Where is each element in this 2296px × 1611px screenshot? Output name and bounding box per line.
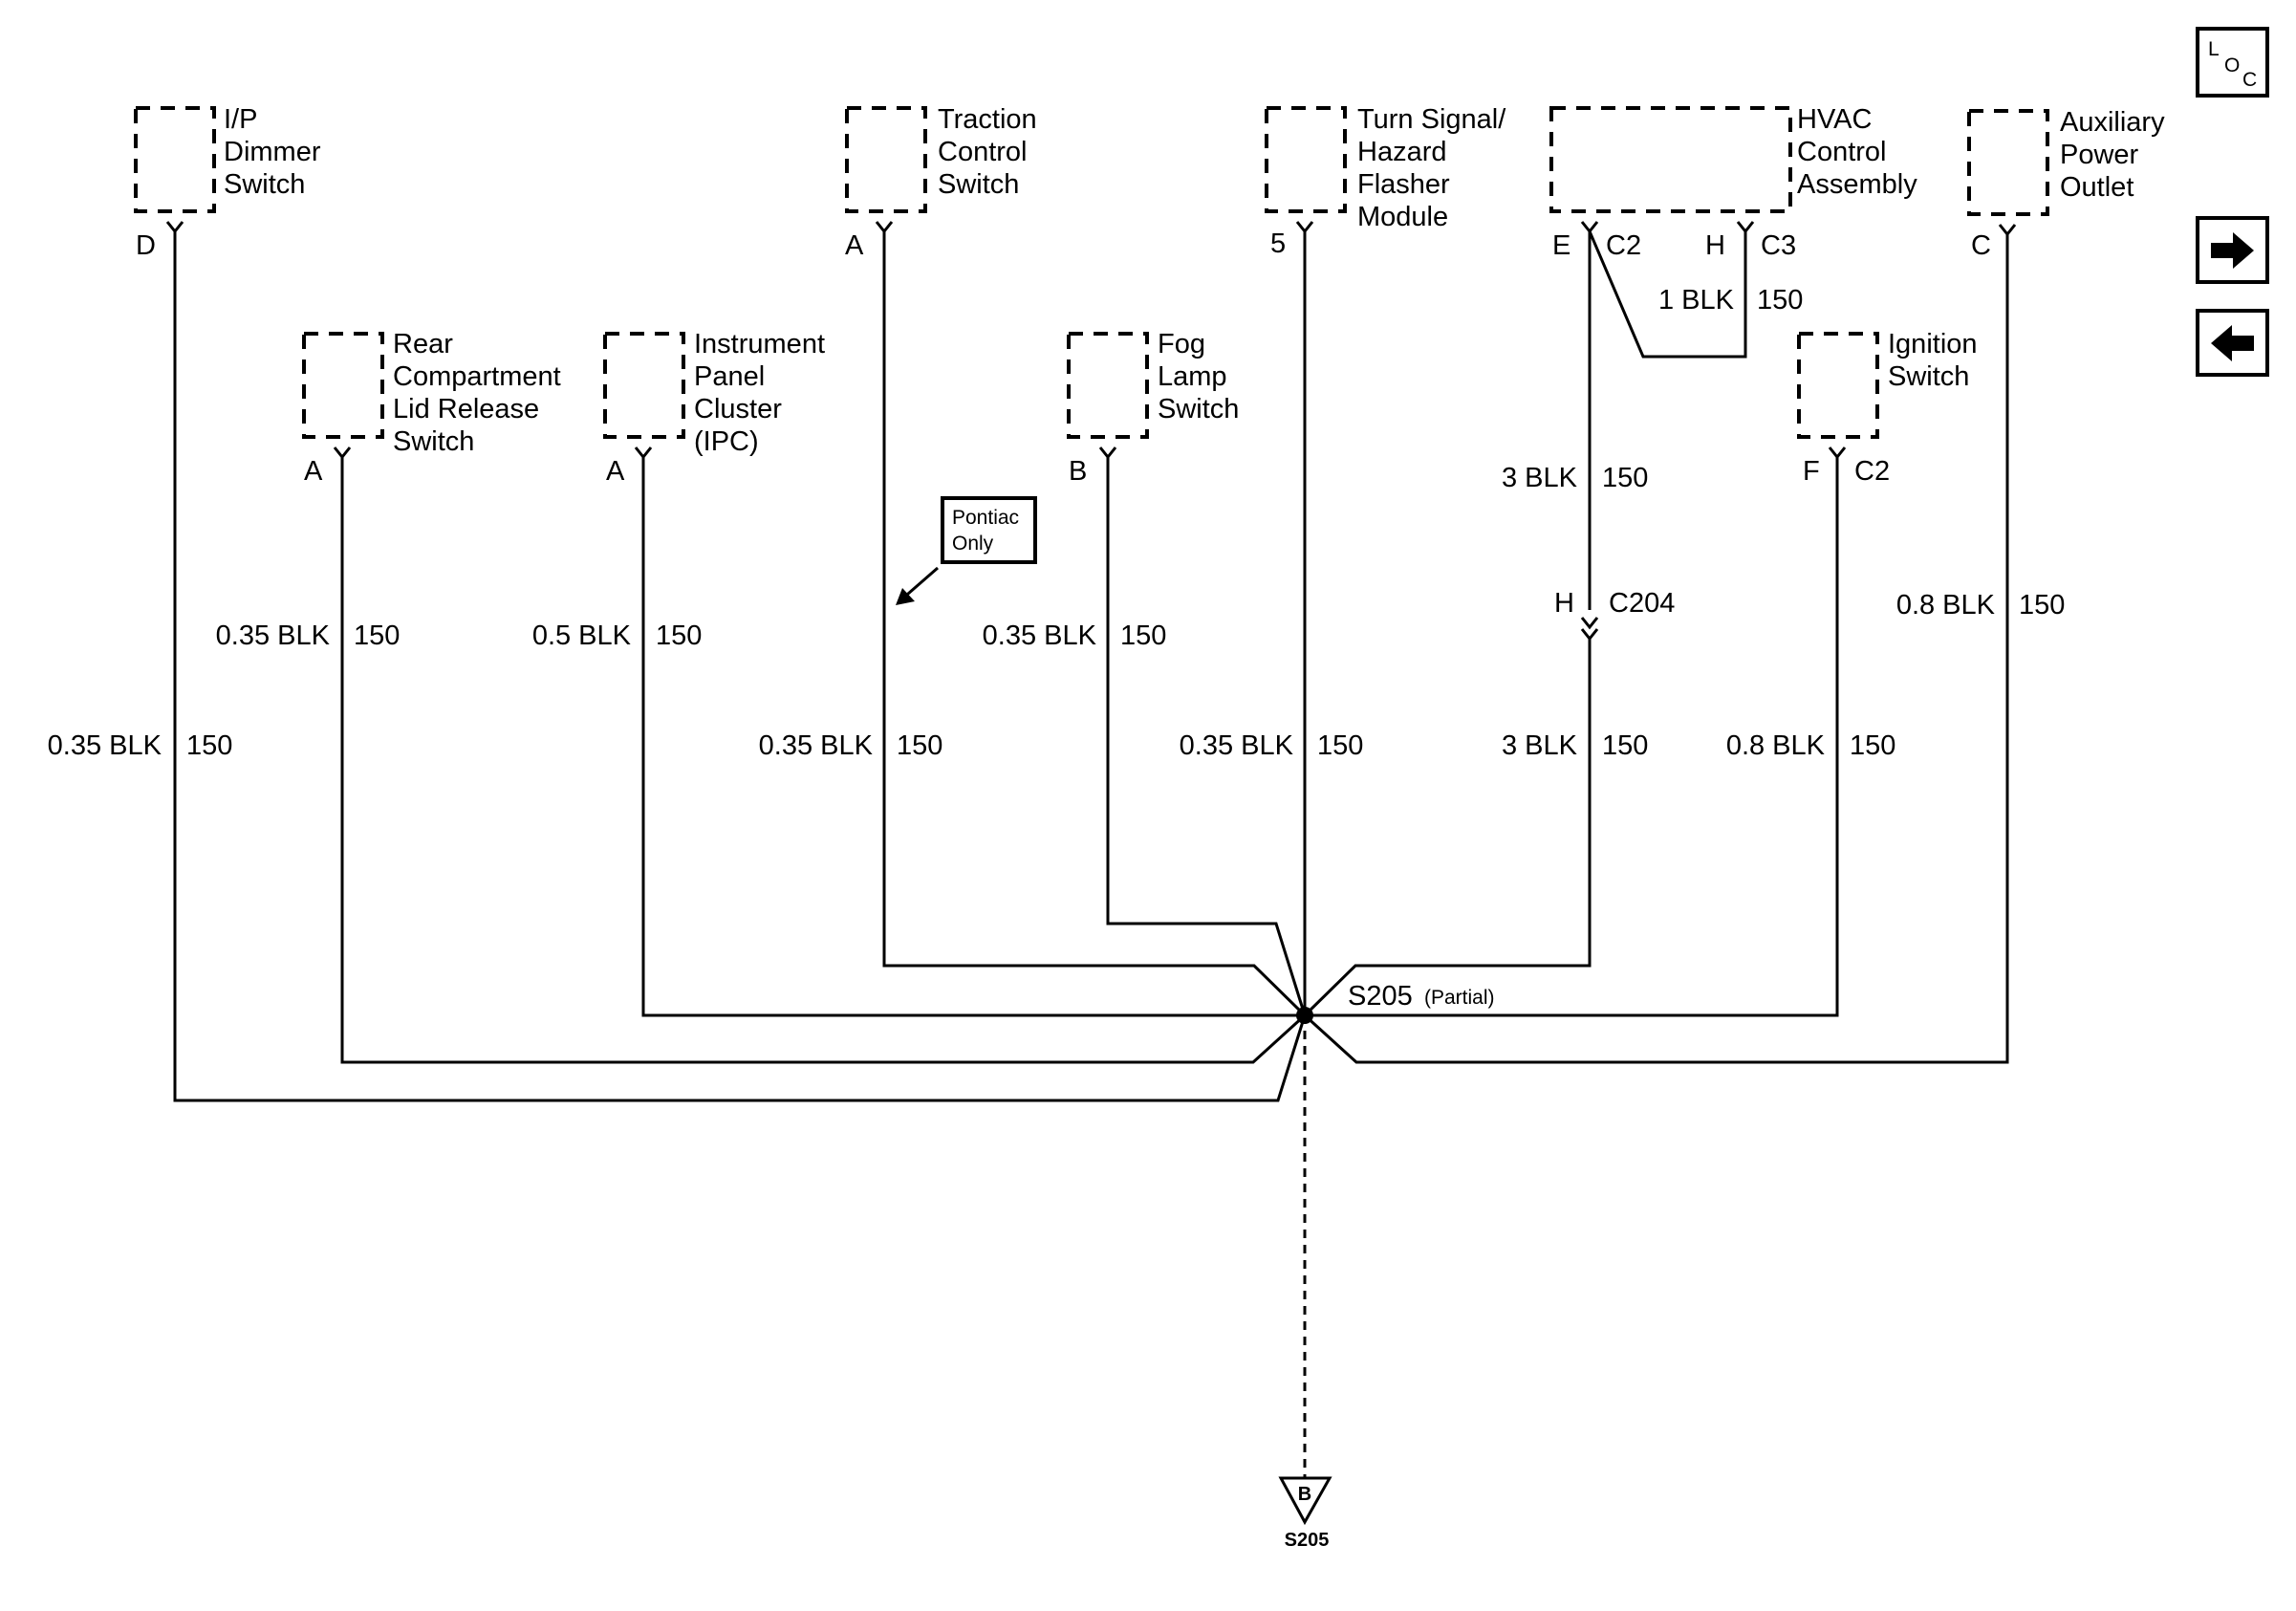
ground-letter: B xyxy=(1298,1484,1311,1505)
component-label: Cluster xyxy=(694,394,782,425)
component-ignition-switch: Ignition Switch F C2 xyxy=(1797,329,1978,487)
component-label: Instrument xyxy=(694,329,825,359)
pin-label: H xyxy=(1705,230,1725,261)
splice-suffix: (Partial) xyxy=(1424,987,1495,1009)
wire-gauge: 0.35 BLK xyxy=(983,620,1097,651)
pin-label: A xyxy=(845,230,864,261)
wire-circuit: 150 xyxy=(1757,285,1803,316)
wire-gauge: 3 BLK xyxy=(1502,463,1578,493)
component-traction-control-switch: Traction Control Switch A xyxy=(845,104,1037,261)
pin-label: B xyxy=(1069,456,1087,487)
component-label: Switch xyxy=(1888,361,1969,392)
component-label: Fog xyxy=(1158,329,1205,359)
wire-circuit: 150 xyxy=(656,620,702,651)
wire-gauge: 0.35 BLK xyxy=(759,730,874,761)
component-label: Hazard xyxy=(1357,137,1447,167)
pontiac-only-note: Pontiac Only xyxy=(896,496,1037,605)
note-text: Pontiac xyxy=(952,507,1019,529)
loc-icon[interactable]: L O C xyxy=(2196,27,2269,98)
component-label: Module xyxy=(1357,202,1448,232)
wire-circuit: 150 xyxy=(1317,730,1363,761)
wire-circuit: 150 xyxy=(1850,730,1895,761)
component-label: Lamp xyxy=(1158,361,1227,392)
component-label: Compartment xyxy=(393,361,561,392)
wire-circuit: 150 xyxy=(354,620,400,651)
wire-circuit: 150 xyxy=(186,730,232,761)
component-hvac-control-assembly: HVAC Control Assembly E C2 H C3 xyxy=(1549,104,1917,261)
pin-label: F xyxy=(1803,456,1820,487)
component-label: Dimmer xyxy=(224,137,321,167)
component-label: Outlet xyxy=(2060,172,2134,203)
component-turn-signal-hazard-flasher-module: Turn Signal/ Hazard Flasher Module 5 xyxy=(1265,104,1506,259)
note-text: Only xyxy=(952,533,994,555)
wires xyxy=(173,230,2009,1478)
back-arrow-button[interactable] xyxy=(2196,309,2269,377)
splice-dot xyxy=(1296,1007,1313,1024)
pin-label: D xyxy=(136,230,156,261)
loc-icon-letter: L xyxy=(2208,38,2220,60)
connector-label: C2 xyxy=(1854,456,1890,487)
component-label: Assembly xyxy=(1797,169,1917,200)
component-label: Auxiliary xyxy=(2060,107,2165,138)
splice-s205: S205 (Partial) xyxy=(1296,981,1495,1024)
component-label: Flasher xyxy=(1357,169,1450,200)
wire-circuit: 150 xyxy=(897,730,942,761)
component-label: HVAC xyxy=(1797,104,1872,135)
ground-triangle-icon xyxy=(1278,1476,1332,1526)
wire-gauge: 0.8 BLK xyxy=(1896,590,1996,620)
pin-label: 5 xyxy=(1270,229,1286,259)
component-label: Switch xyxy=(224,169,305,200)
component-label: Turn Signal/ xyxy=(1357,104,1506,135)
component-rear-compartment-lid-release-switch: Rear Compartment Lid Release Switch A xyxy=(302,329,561,487)
connector-c204: H C204 xyxy=(1554,588,1675,619)
wire-gauge: 0.5 BLK xyxy=(532,620,632,651)
arrow-left-icon xyxy=(2211,325,2254,361)
wire-gauge: 0.8 BLK xyxy=(1726,730,1826,761)
component-label: Traction xyxy=(938,104,1037,135)
ground-ref-label: S205 xyxy=(1285,1530,1330,1551)
forward-arrow-button[interactable] xyxy=(2196,216,2269,284)
wire-circuit: 150 xyxy=(2019,590,2065,620)
wire-gauge: 0.35 BLK xyxy=(48,730,162,761)
pin-label: A xyxy=(606,456,625,487)
component-label: Control xyxy=(938,137,1028,167)
wire-circuit: 150 xyxy=(1602,463,1648,493)
component-auxiliary-power-outlet: Auxiliary Power Outlet C xyxy=(1967,107,2165,261)
loc-icon-letter: O xyxy=(2224,54,2240,76)
component-label: Lid Release xyxy=(393,394,539,425)
component-label: Panel xyxy=(694,361,765,392)
connector-label: C3 xyxy=(1761,230,1796,261)
pin-label: A xyxy=(304,456,323,487)
ground-reference-s205: B S205 xyxy=(1278,1476,1332,1551)
component-ip-dimmer-switch: I/P Dimmer Switch D xyxy=(134,104,321,261)
connector-name: C204 xyxy=(1609,588,1675,619)
pin-label: C xyxy=(1971,230,1991,261)
component-label: Power xyxy=(2060,140,2139,170)
component-label: Control xyxy=(1797,137,1887,167)
component-label: Switch xyxy=(393,426,474,457)
component-fog-lamp-switch: Fog Lamp Switch B xyxy=(1067,329,1239,487)
component-label: (IPC) xyxy=(694,426,759,457)
component-label: Switch xyxy=(938,169,1019,200)
component-label: Switch xyxy=(1158,394,1239,425)
wire-circuit: 150 xyxy=(1602,730,1648,761)
wire-gauge: 1 BLK xyxy=(1658,285,1735,316)
wire-gauge: 0.35 BLK xyxy=(216,620,331,651)
wire-circuit: 150 xyxy=(1120,620,1166,651)
wire-labels: 0.35 BLK 150 0.35 BLK 150 0.5 BLK 150 0.… xyxy=(48,285,2066,761)
component-instrument-panel-cluster: Instrument Panel Cluster (IPC) A xyxy=(603,329,825,487)
component-label: Rear xyxy=(393,329,453,359)
component-label: I/P xyxy=(224,104,257,135)
connector-label: C2 xyxy=(1606,230,1641,261)
arrow-head-icon xyxy=(896,588,915,605)
pin-label: E xyxy=(1552,230,1570,261)
wire-gauge: 0.35 BLK xyxy=(1180,730,1294,761)
splice-label: S205 xyxy=(1348,981,1413,1012)
connector-pin: H xyxy=(1554,588,1574,619)
loc-icon-letter: C xyxy=(2242,69,2257,91)
wire-gauge: 3 BLK xyxy=(1502,730,1578,761)
component-label: Ignition xyxy=(1888,329,1978,359)
arrow-right-icon xyxy=(2211,232,2254,269)
